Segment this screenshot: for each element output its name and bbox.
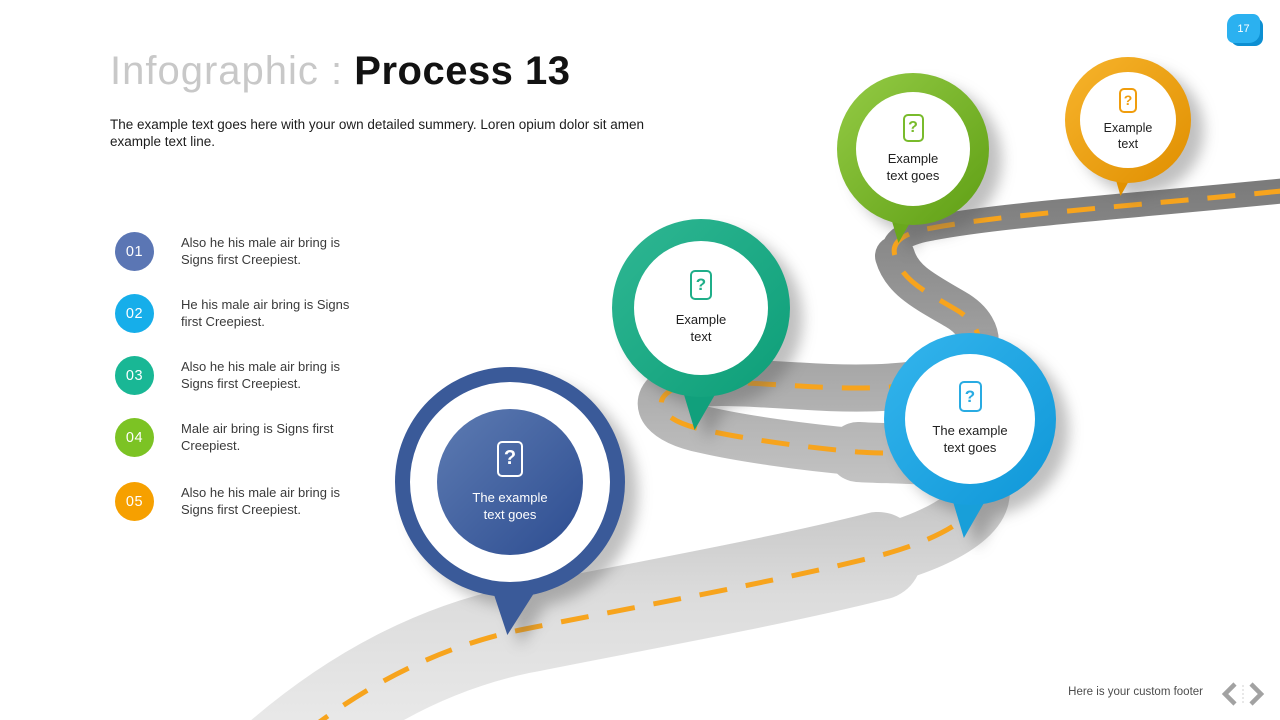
step-number-badge: 05 — [115, 482, 154, 521]
next-slide-button[interactable] — [1249, 682, 1265, 706]
step-item-03: 03 Also he his male air bring is Signs f… — [115, 356, 359, 395]
step-text: He his male air bring is Signs first Cre… — [181, 297, 350, 329]
step-item-05: 05 Also he his male air bring is Signs f… — [115, 482, 359, 521]
step-item-04: 04 Male air bring is Signs first Creepie… — [115, 418, 359, 457]
step-number-badge: 02 — [115, 294, 154, 333]
page-title: Infographic : Process 13 — [110, 50, 571, 92]
placeholder-icon: ? — [497, 440, 523, 477]
step-number-badge: 04 — [115, 418, 154, 457]
placeholder-icon: ? — [958, 381, 982, 413]
placeholder-icon: ? — [902, 113, 924, 142]
step-text: Also he his male air bring is Signs firs… — [181, 485, 340, 517]
page-subtitle: The example text goes here with your own… — [110, 117, 645, 149]
page-number: 17 — [1227, 14, 1260, 43]
page-title-bold: Process 13 — [354, 49, 571, 93]
step-item-02: 02 He his male air bring is Signs first … — [115, 294, 359, 333]
page-number-badge: 17 — [1227, 14, 1264, 47]
slide-nav — [1221, 682, 1265, 706]
step-item-01: 01 Also he his male air bring is Signs f… — [115, 232, 359, 271]
footer-text: Here is your custom footer — [1068, 686, 1203, 698]
placeholder-icon: ? — [690, 270, 712, 301]
road-center-dashes — [318, 188, 1280, 720]
prev-slide-button[interactable] — [1221, 682, 1237, 706]
step-text: Also he his male air bring is Signs firs… — [181, 359, 340, 391]
step-number-badge: 03 — [115, 356, 154, 395]
step-text: Male air bring is Signs first Creepiest. — [181, 421, 334, 453]
step-text: Also he his male air bring is Signs firs… — [181, 235, 340, 267]
placeholder-icon: ? — [1119, 87, 1137, 113]
step-number-badge: 01 — [115, 232, 154, 271]
page-title-light: Infographic : — [110, 49, 344, 93]
